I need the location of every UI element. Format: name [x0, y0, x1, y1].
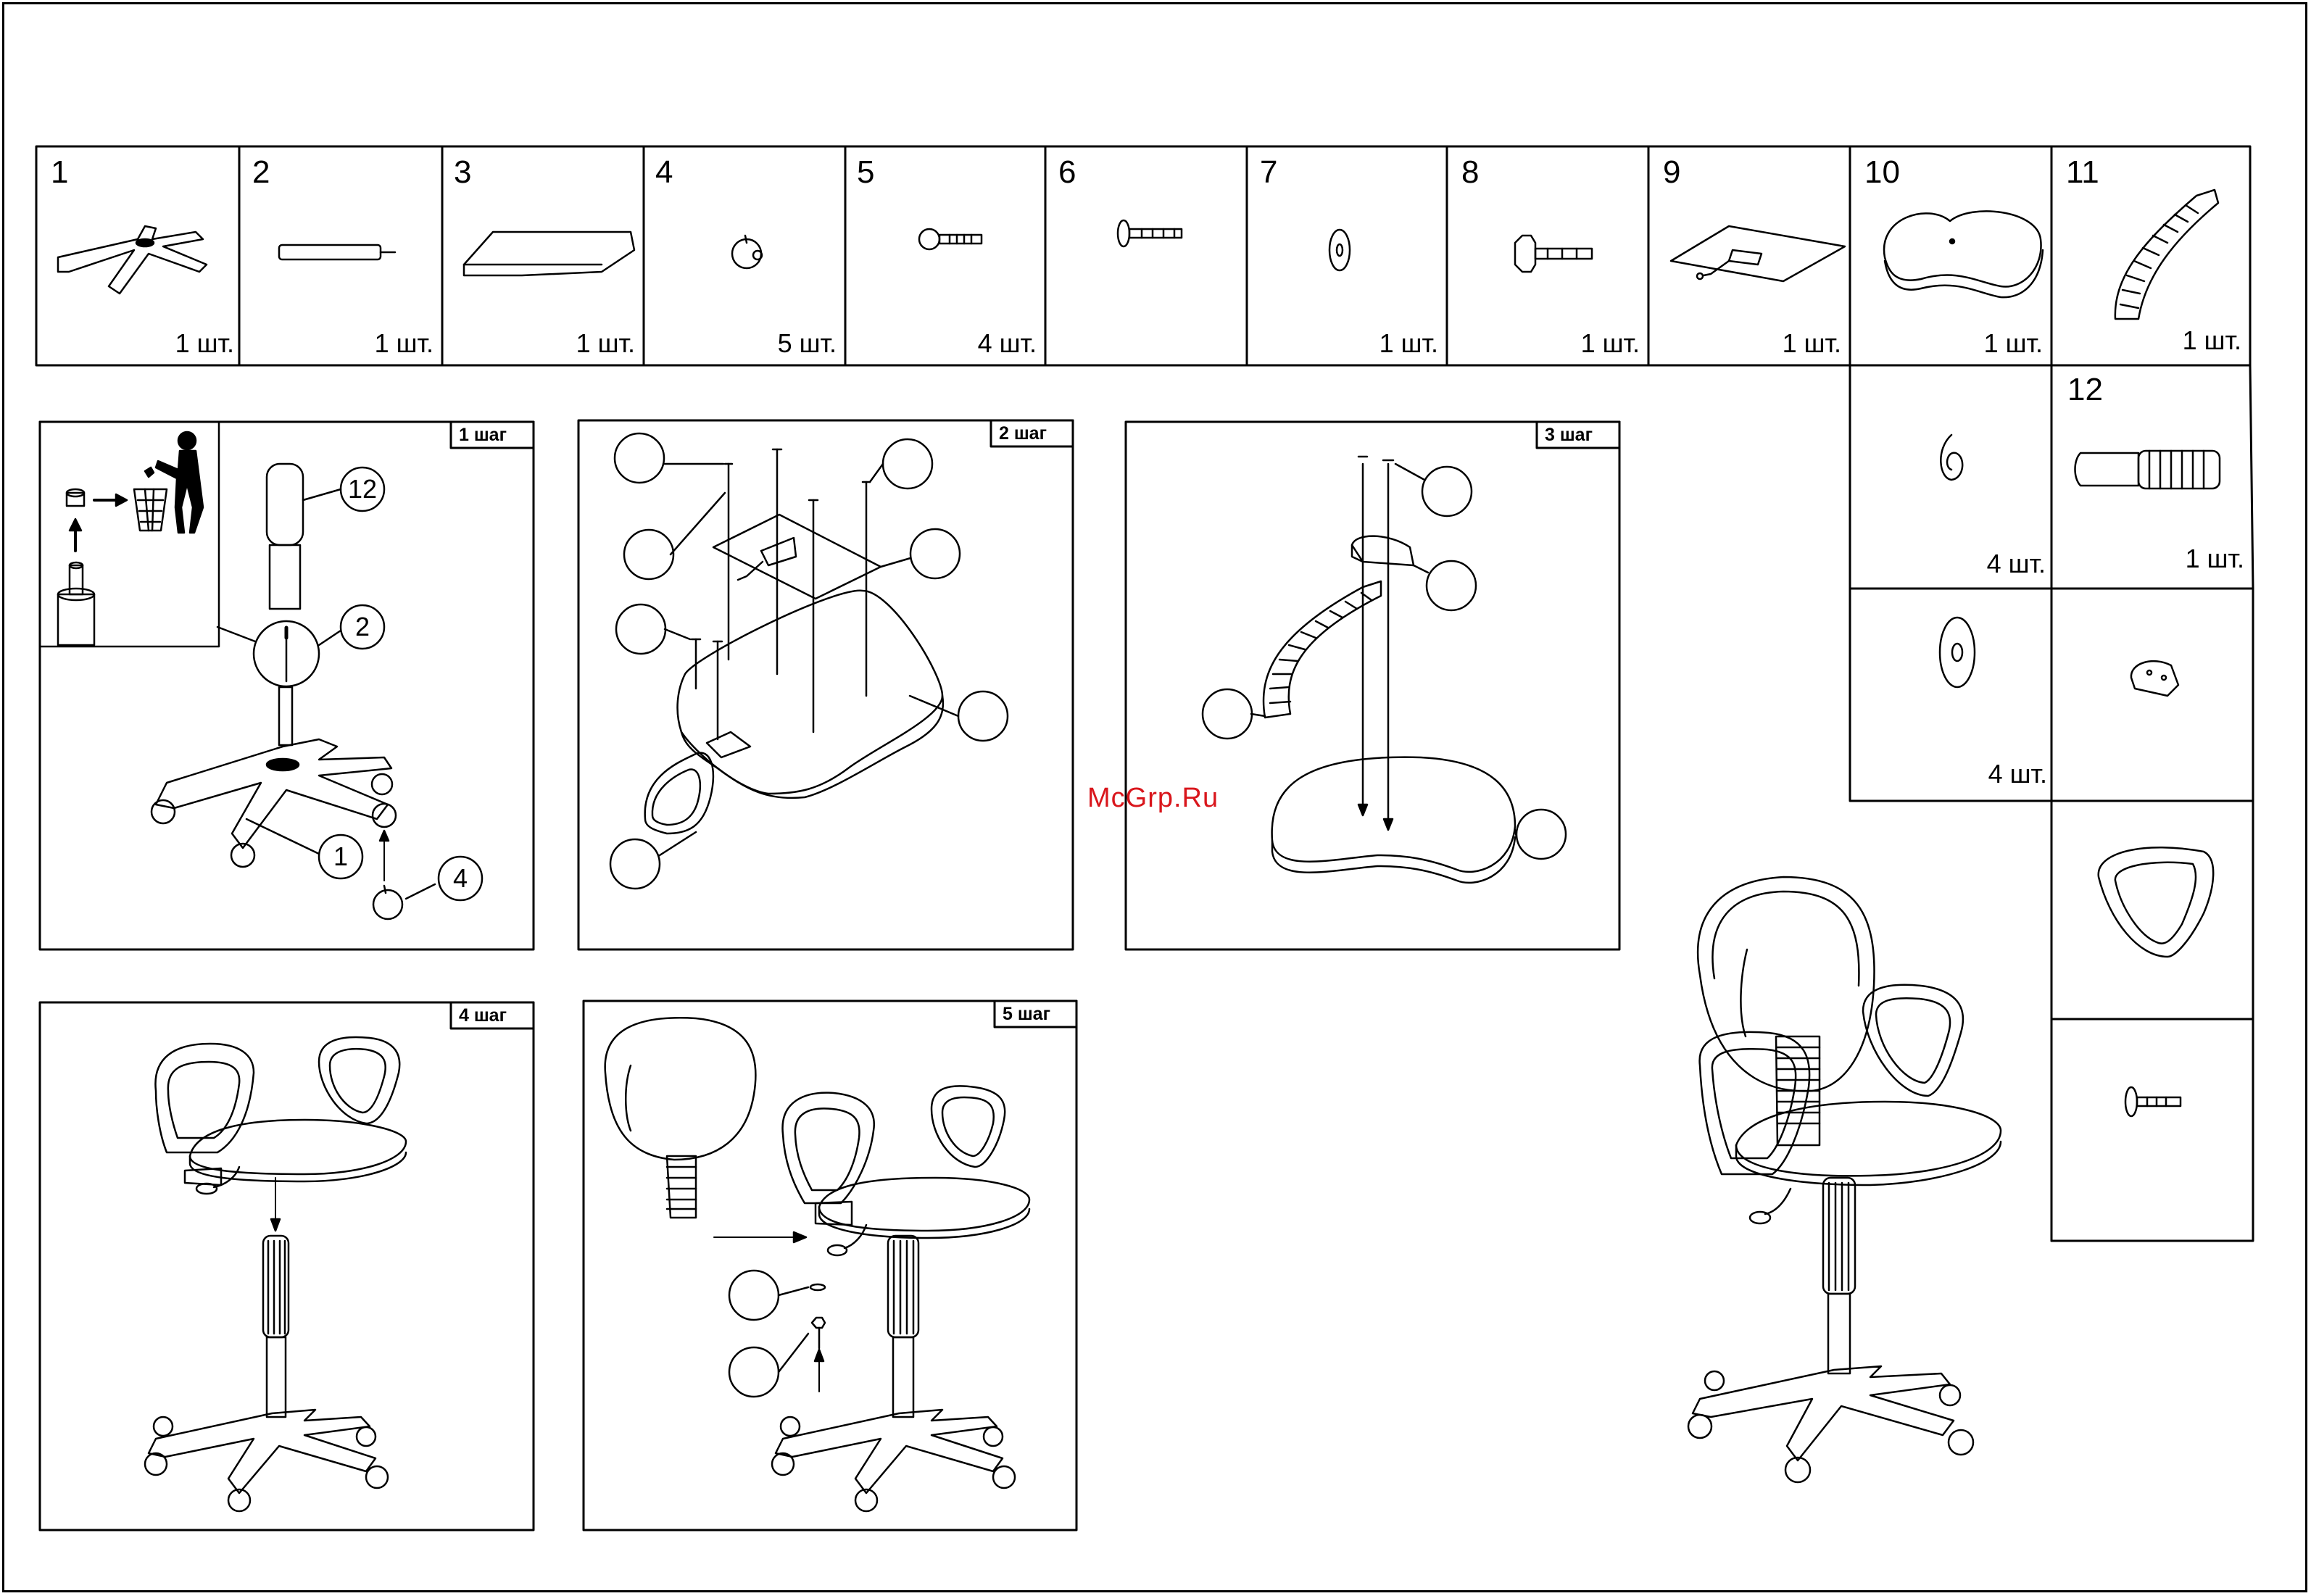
step-2-label: 2 шаг	[999, 425, 1047, 443]
step-1-label: 1 шаг	[459, 426, 507, 444]
part-7-number: 7	[1260, 157, 1277, 188]
step2-illustration	[610, 433, 1008, 889]
part-10-qty: 1 шт.	[1984, 331, 2043, 357]
part-9-qty: 1 шт.	[1783, 331, 1841, 357]
part-4-qty: 5 шт.	[778, 331, 837, 357]
part-base-icon	[58, 226, 207, 294]
part-3-number: 3	[454, 157, 471, 188]
part-1-number: 1	[51, 157, 68, 188]
part-armrest-screw-icon	[2125, 1087, 2181, 1116]
part-armrest-icon	[2099, 847, 2213, 957]
part-clip-icon	[1941, 435, 1962, 480]
part-8-number: 8	[1461, 157, 1479, 188]
part-8-qty: 1 шт.	[1581, 331, 1640, 357]
part-12-number: 12	[2067, 374, 2103, 406]
part-11-qty: 1 шт.	[2183, 328, 2241, 354]
part-2-qty: 1 шт.	[375, 331, 433, 357]
part-large-washer-icon	[1940, 618, 1975, 687]
watermark-text: McGrp.Ru	[1087, 783, 1219, 814]
part-washer-icon	[1329, 230, 1350, 270]
step-panels	[40, 420, 1619, 1530]
step1-illustration	[40, 422, 482, 919]
part-9-number: 9	[1663, 157, 1680, 188]
step3-illustration	[1203, 457, 1566, 883]
part-backrest-bar-icon	[2115, 190, 2218, 319]
part-10-number: 10	[1864, 157, 1900, 188]
step5-illustration	[605, 1018, 1029, 1511]
step1-callout-2: 2	[341, 614, 384, 640]
part-5-qty: 4 шт.	[978, 331, 1037, 357]
part-5-number: 5	[857, 157, 874, 188]
part-bolt-icon	[1515, 236, 1592, 272]
step-4-label: 4 шаг	[459, 1007, 507, 1025]
part-bracket-icon	[2131, 661, 2178, 696]
part-seat-plate-icon	[464, 232, 634, 275]
part-11-number: 11	[2066, 157, 2099, 188]
part-castor-icon	[732, 236, 762, 268]
step1-callout-4: 4	[439, 865, 482, 891]
part-1-qty: 1 шт.	[175, 331, 234, 357]
part-long-screw-icon	[1118, 220, 1182, 246]
part-screw-icon	[919, 229, 982, 249]
parts-table-grid	[36, 146, 2253, 1241]
step-5-label: 5 шаг	[1003, 1005, 1050, 1023]
step-3-label: 3 шаг	[1545, 426, 1593, 444]
extra-part-clip-qty: 4 шт.	[1987, 551, 2046, 577]
part-4-number: 4	[655, 157, 673, 188]
part-gas-lift-icon	[2075, 451, 2220, 489]
part-12-qty: 1 шт.	[2186, 546, 2244, 572]
assembled-chair-illustration	[1688, 877, 2001, 1482]
step4-illustration	[145, 1037, 406, 1511]
extra-part-washer-qty: 4 шт.	[1988, 761, 2047, 787]
part-seat-icon	[1884, 211, 2043, 297]
part-7-qty: 1 шт.	[1379, 331, 1438, 357]
step1-callout-12: 12	[341, 476, 384, 502]
part-3-qty: 1 шт.	[576, 331, 635, 357]
part-6-number: 6	[1058, 157, 1076, 188]
step1-callout-1: 1	[319, 844, 362, 870]
part-2-number: 2	[252, 157, 270, 188]
part-mechanism-icon	[1671, 226, 1845, 281]
part-gas-pin-icon	[279, 245, 395, 259]
